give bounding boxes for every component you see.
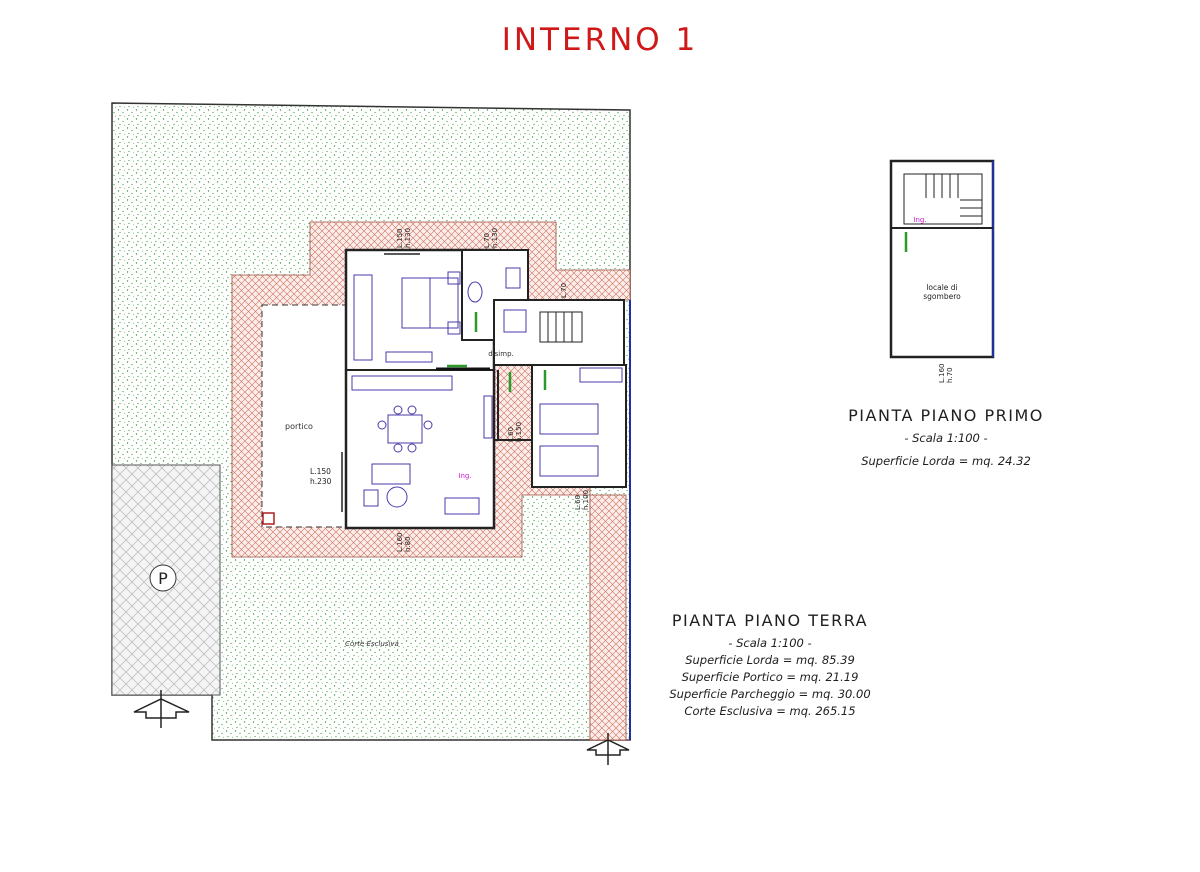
first-floor-stair <box>903 173 983 225</box>
window-w5-label: L.150 <box>310 467 331 476</box>
first-floor-info: PIANTA PIANO PRIMO - Scala 1:100 - Super… <box>826 406 1066 470</box>
disimp-label: disimp. <box>488 350 513 358</box>
ground-floor-line-1: Superficie Lorda = mq. 85.39 <box>685 653 855 667</box>
first-room-label-2: sgombero <box>923 292 961 301</box>
living-furniture <box>351 375 493 515</box>
bedroom1-furniture <box>353 271 461 363</box>
window-w2-label: L.70 <box>483 233 491 248</box>
first-window-w1-label: L.160 <box>938 364 946 384</box>
portico-area <box>261 304 347 528</box>
ingress-label: Ing. <box>458 472 471 480</box>
first-window-w1h-label: h.70 <box>946 367 954 383</box>
ground-floor-line-3: Superficie Parcheggio = mq. 30.00 <box>669 687 871 701</box>
entrance-arrow-parking <box>133 690 190 728</box>
doors <box>447 312 547 392</box>
side-path-hatch <box>589 494 627 741</box>
ground-floor-info: PIANTA PIANO TERRA - Scala 1:100 - Super… <box>655 611 885 720</box>
ground-floor-heading: PIANTA PIANO TERRA <box>671 611 869 630</box>
parking-label: P <box>158 569 168 588</box>
window-w6h-label: h.80 <box>404 536 412 552</box>
window-w7-label: L.60 <box>574 495 582 510</box>
window-w1-label: L.150 <box>396 229 404 249</box>
window-w2h-label: h.130 <box>491 228 499 248</box>
portico-column <box>262 512 275 525</box>
corte-label: Corte Esclusiva <box>345 640 399 648</box>
window-w4h-label: h.150 <box>515 422 523 442</box>
parking-symbol <box>149 564 177 592</box>
window-w6-label: L.160 <box>396 533 404 553</box>
first-ing-label: Ing. <box>913 216 926 224</box>
window-w5h-label: h.230 <box>310 477 332 486</box>
window-w4-label: L.60 <box>507 427 515 442</box>
bedroom2-furniture <box>539 367 623 477</box>
window-marks <box>341 249 580 529</box>
portico-label: portico <box>285 422 313 431</box>
entrance-arrow-gate <box>586 733 630 765</box>
window-w3-label: L.70 <box>560 283 568 298</box>
bathroom-fixtures <box>467 267 527 333</box>
bedroom2-block <box>531 364 627 488</box>
window-w7h-label: h.100 <box>582 490 590 510</box>
ground-floor-line-4: Corte Esclusiva = mq. 265.15 <box>684 704 856 718</box>
ground-floor-scale: - Scala 1:100 - <box>728 636 812 650</box>
sheet-title: INTERNO 1 <box>501 22 699 58</box>
first-floor-heading: PIANTA PIANO PRIMO <box>848 406 1044 425</box>
ground-floor-line-2: Superficie Portico = mq. 21.19 <box>681 670 859 684</box>
first-floor-scale: - Scala 1:100 - <box>904 431 988 445</box>
first-room-label-1: locale di <box>926 283 957 292</box>
first-floor-area: Superficie Lorda = mq. 24.32 <box>861 454 1031 468</box>
window-w1h-label: h.130 <box>404 228 412 248</box>
ground-stair <box>539 311 583 343</box>
